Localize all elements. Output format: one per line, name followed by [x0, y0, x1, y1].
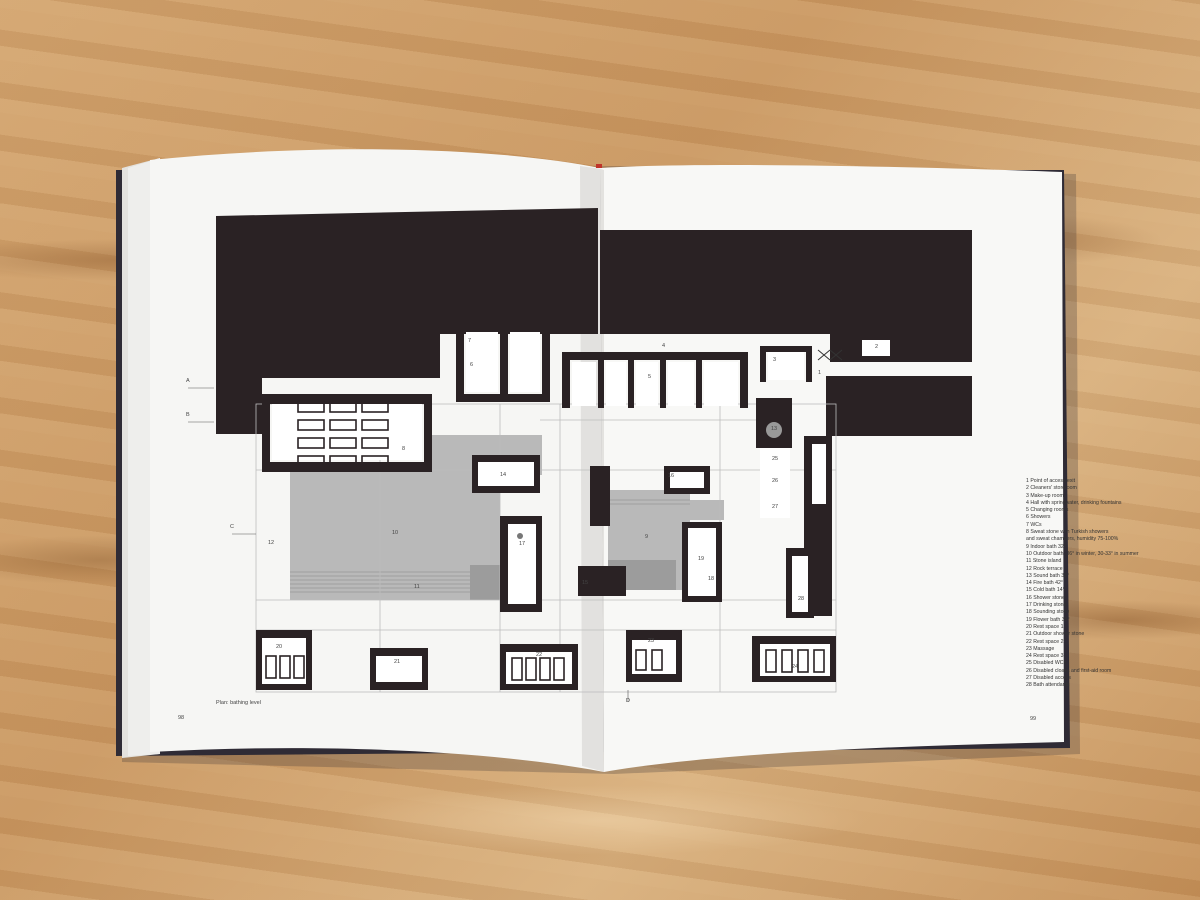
legend-item: 23 Massage: [1026, 645, 1055, 652]
page-number-left: 98: [178, 715, 185, 721]
legend-item: 22 Rest space 2: [1026, 638, 1064, 645]
page-number-right: 99: [1030, 716, 1037, 722]
legend-item: 2 Cleaners' storeroom: [1026, 485, 1077, 492]
room-number: 19: [698, 556, 705, 562]
legend-item: 4 Hall with springwater, drinking founta…: [1026, 499, 1122, 506]
room-number: 17: [519, 541, 526, 547]
legend-item: 10 Outdoor bath, 36° in winter, 30-33° i…: [1026, 550, 1139, 557]
legend-item: 3 Make-up room: [1026, 492, 1064, 499]
room-number: 24: [792, 664, 799, 670]
room-number: 4: [662, 343, 666, 349]
legend-item: 15 Cold bath 14°: [1026, 587, 1065, 594]
legend-item: 20 Rest space 1: [1026, 623, 1064, 630]
room-number: 5: [648, 374, 652, 380]
section-marker-b: B: [186, 412, 190, 418]
legend-item: 26 Disabled cloaks and first-aid room: [1026, 667, 1112, 674]
legend-item: 19 Flower bath 33°: [1026, 616, 1070, 623]
legend-item: 25 Disabled WCs: [1026, 660, 1067, 667]
legend-item: 27 Disabled access: [1026, 675, 1071, 682]
room-number: 3: [773, 357, 777, 363]
legend-item: 13 Sound bath 35°: [1026, 572, 1070, 579]
room-number: 22: [536, 652, 543, 658]
section-marker-c: C: [230, 524, 234, 530]
legend-item: 7 WCs: [1026, 521, 1042, 528]
legend-item: 21 Outdoor shower stone: [1026, 631, 1085, 638]
room-number: 12: [268, 540, 275, 546]
legend-item: 1 Point of access/exit: [1026, 478, 1076, 484]
room-number: 2: [875, 344, 879, 350]
room-number: 15: [582, 580, 589, 586]
room-number: 27: [772, 504, 779, 510]
legend-item: 11 Stone island: [1026, 558, 1062, 565]
room-number: 1: [818, 370, 822, 376]
room-number: 23: [648, 638, 655, 644]
legend-item: 5 Changing rooms: [1026, 507, 1069, 514]
room-number: 28: [798, 596, 805, 602]
room-number: 8: [402, 446, 406, 452]
room-number: 13: [771, 426, 778, 432]
legend-item: 8 Sweat stone with Turkish showers: [1026, 529, 1109, 536]
room-number: 16: [668, 473, 675, 479]
legend-item: 6 Showers: [1026, 514, 1051, 521]
room-number: 20: [276, 644, 283, 650]
room-number: 26: [772, 478, 779, 484]
legend-item: 12 Rock terrace: [1026, 565, 1063, 572]
legend-item: 16 Shower stone: [1026, 594, 1065, 601]
floor-plan: [216, 208, 972, 436]
legend-item: 9 Indoor bath 32°: [1026, 543, 1066, 550]
section-marker-a: A: [186, 378, 190, 384]
legend-item: 24 Rest space 3: [1026, 653, 1064, 660]
room-number: 18: [708, 576, 715, 582]
plan-caption: Plan: bathing level: [216, 700, 261, 706]
room-number: 9: [645, 534, 649, 540]
room-number: 10: [392, 530, 399, 536]
room-number: 14: [500, 472, 507, 478]
room-number: 25: [772, 456, 779, 462]
legend-item: 28 Bath attendants: [1026, 682, 1070, 689]
room-number: 21: [394, 659, 401, 665]
room-number: 6: [470, 362, 474, 368]
legend-item: 17 Drinking stone: [1026, 602, 1067, 609]
section-marker-d: D: [626, 698, 630, 704]
legend: 1 Point of access/exit 2 Cleaners' store…: [1026, 478, 1176, 690]
legend-item: 18 Sounding stone: [1026, 609, 1070, 616]
legend-item: 14 Fire bath 42°: [1026, 580, 1063, 587]
room-number: 11: [414, 584, 420, 590]
legend-item: and sweat chambers, humidity 75-100%: [1026, 536, 1119, 543]
room-number: 7: [468, 338, 472, 344]
